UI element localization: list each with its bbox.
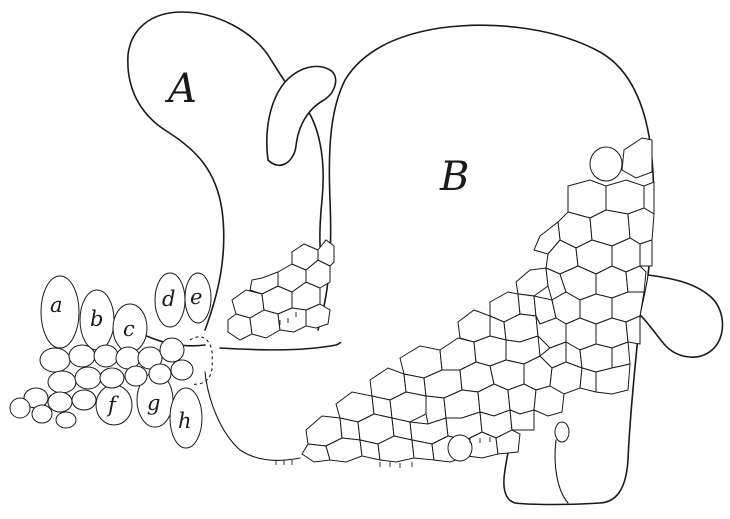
label-e: e (190, 285, 202, 309)
label-c: c (123, 317, 135, 341)
label-b: b (90, 307, 103, 331)
label-g: g (147, 391, 160, 415)
label-b-upper: B (439, 154, 469, 200)
label-a-upper: A (164, 66, 197, 112)
label-a: a (50, 293, 63, 317)
thallus-connector (205, 372, 300, 460)
label-d: d (162, 287, 175, 311)
label-h: h (178, 409, 192, 433)
